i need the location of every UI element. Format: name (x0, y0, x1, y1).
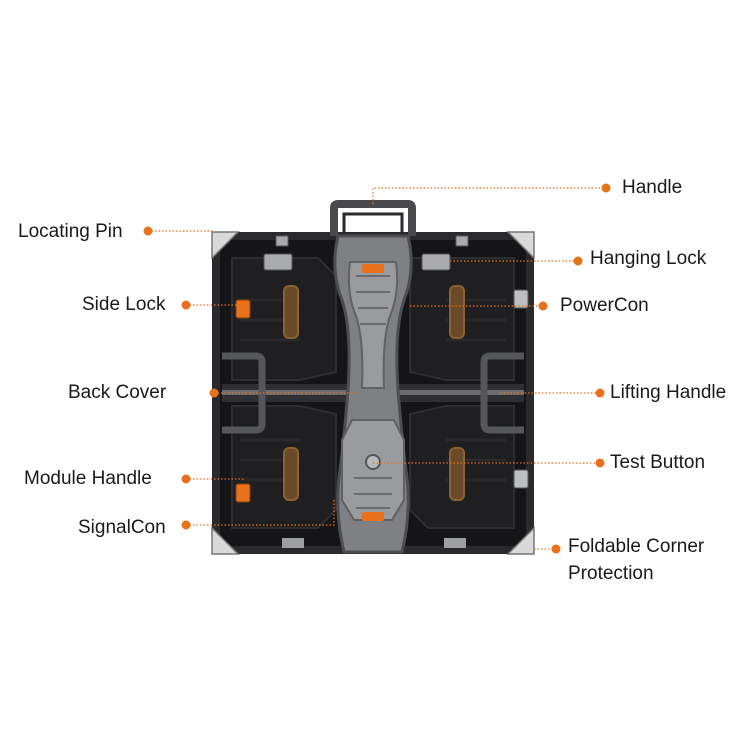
leader-powercon-dot (538, 301, 548, 311)
label-handle: Handle (622, 177, 683, 198)
leader-corner-protection-dot (551, 544, 561, 554)
label-module-handle: Module Handle (24, 468, 152, 489)
hanging-locks (263, 235, 469, 271)
leader-back-cover-dot (209, 388, 219, 398)
carry-handle (330, 200, 416, 236)
leader-hanging-lock-dot (573, 256, 583, 266)
leader-lifting-handle-dot (595, 388, 605, 398)
central-spine (333, 234, 413, 554)
leader-handle-dot (601, 183, 611, 193)
left-lifting-handle (222, 352, 266, 434)
label-hanging-lock: Hanging Lock (590, 248, 707, 269)
module-panel-bottom-left (231, 405, 337, 529)
corner-protection (211, 231, 535, 555)
label-lifting-handle: Lifting Handle (610, 382, 727, 403)
leader-signalcon (186, 498, 335, 526)
label-powercon: PowerCon (560, 295, 649, 316)
module-panel-top-right (409, 257, 515, 381)
module-panel-top-left (231, 257, 337, 381)
label-foldable-corner-protection-line2: Protection (568, 563, 654, 584)
leader-side-lock-dot (181, 300, 191, 310)
label-back-cover: Back Cover (68, 382, 167, 403)
label-side-lock: Side Lock (82, 294, 166, 315)
module-panel-bottom-right (409, 405, 515, 529)
leader-locating-pin-dot (143, 226, 153, 236)
callout-leaders (143, 183, 611, 554)
leader-module-handle-dot (181, 474, 191, 484)
label-test-button: Test Button (610, 452, 706, 473)
right-lifting-handle (480, 352, 524, 434)
label-locating-pin: Locating Pin (18, 221, 123, 242)
connectors (513, 289, 529, 489)
leader-test-button-dot (595, 458, 605, 468)
leader-signalcon-dot (181, 520, 191, 530)
bottom-feet (282, 538, 466, 548)
label-foldable-corner-protection-line1: Foldable Corner (568, 536, 705, 557)
label-signalcon: SignalCon (78, 517, 166, 538)
